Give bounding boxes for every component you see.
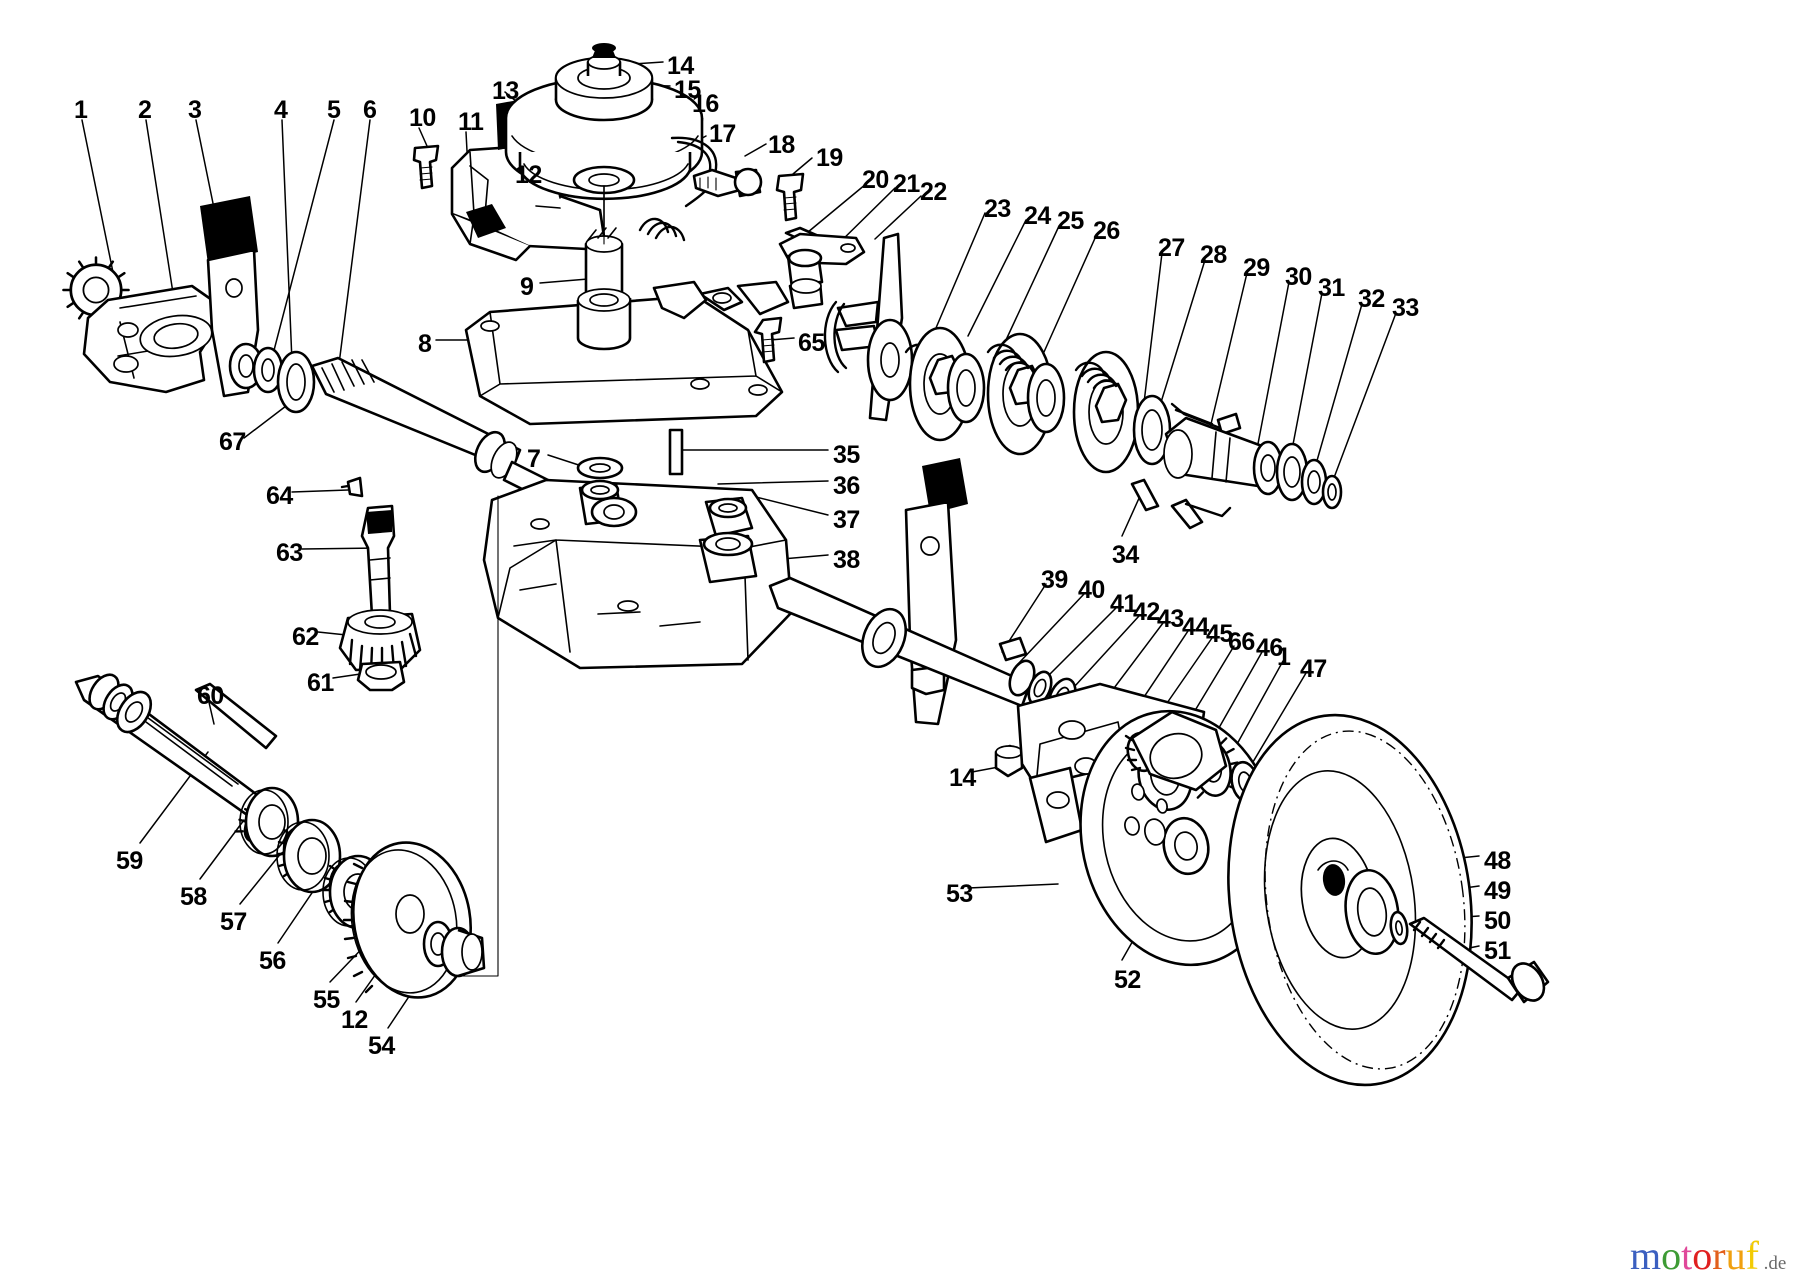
callout-47: 47 <box>1300 655 1327 683</box>
callout-31: 31 <box>1318 274 1345 302</box>
callout-66: 66 <box>1228 628 1255 656</box>
watermark-letter-m: m <box>1630 1233 1662 1278</box>
callout-46: 46 <box>1256 634 1283 662</box>
callout-37: 37 <box>833 506 860 534</box>
callout-1: 1 <box>74 96 88 124</box>
callout-22: 22 <box>920 178 947 206</box>
callout-33: 33 <box>1392 294 1419 322</box>
callout-26: 26 <box>1093 217 1120 245</box>
callout-35: 35 <box>833 441 860 469</box>
watermark-letter-o2: o <box>1692 1233 1713 1278</box>
callout-12-top: 12 <box>515 161 542 189</box>
callout-14-lower: 14 <box>949 764 976 792</box>
callout-16: 16 <box>692 90 719 118</box>
callout-12-lower: 12 <box>341 1006 368 1034</box>
callout-29: 29 <box>1243 254 1270 282</box>
callout-15: 15 <box>674 76 701 104</box>
callout-18: 18 <box>768 131 795 159</box>
callout-9: 9 <box>520 273 534 301</box>
callout-7: 7 <box>527 445 541 473</box>
callout-51: 51 <box>1484 937 1511 965</box>
callout-52: 52 <box>1114 966 1141 994</box>
watermark-letter-r: r <box>1712 1233 1726 1278</box>
watermark-letter-f: f <box>1745 1233 1759 1278</box>
watermark-suffix: .de <box>1763 1253 1787 1274</box>
watermark-letter-u: u <box>1725 1233 1746 1278</box>
callout-3: 3 <box>188 96 202 124</box>
callout-39: 39 <box>1041 566 1068 594</box>
callout-60: 60 <box>197 682 224 710</box>
callout-25: 25 <box>1057 207 1084 235</box>
callout-21: 21 <box>893 170 920 198</box>
callout-43: 43 <box>1157 605 1184 633</box>
callout-53: 53 <box>946 880 973 908</box>
callout-10: 10 <box>409 104 436 132</box>
callout-63: 63 <box>276 539 303 567</box>
callout-65: 65 <box>798 329 825 357</box>
callout-40: 40 <box>1078 576 1105 604</box>
callout-49: 49 <box>1484 877 1511 905</box>
watermark-letter-o1: o <box>1661 1233 1682 1278</box>
motoruf-watermark: motoruf· .de <box>1630 1236 1786 1276</box>
callout-62: 62 <box>292 623 319 651</box>
callout-54: 54 <box>368 1032 395 1060</box>
callout-13: 13 <box>492 77 519 105</box>
callout-24: 24 <box>1024 202 1051 230</box>
callout-2: 2 <box>138 96 152 124</box>
callout-11: 11 <box>458 108 484 136</box>
callout-59: 59 <box>116 847 143 875</box>
callout-57: 57 <box>220 908 247 936</box>
callout-32: 32 <box>1358 285 1385 313</box>
callout-45: 45 <box>1206 620 1233 648</box>
callout-30: 30 <box>1285 263 1312 291</box>
callout-36: 36 <box>833 472 860 500</box>
watermark-letter-t: t <box>1681 1233 1693 1278</box>
callout-17: 17 <box>709 120 736 148</box>
callout-55: 55 <box>313 986 340 1014</box>
callout-44: 44 <box>1182 613 1209 641</box>
callout-1-wheel: 1 <box>1277 643 1291 671</box>
callout-6: 6 <box>363 96 377 124</box>
callout-64: 64 <box>266 482 293 510</box>
callout-48: 48 <box>1484 847 1511 875</box>
callout-34: 34 <box>1112 541 1139 569</box>
watermark-dot: · <box>1748 1238 1754 1253</box>
callout-28: 28 <box>1200 241 1227 269</box>
callout-42: 42 <box>1133 598 1160 626</box>
callout-67: 67 <box>219 428 246 456</box>
callout-56: 56 <box>259 947 286 975</box>
callout-58: 58 <box>180 883 207 911</box>
callout-4: 4 <box>274 96 288 124</box>
callout-38: 38 <box>833 546 860 574</box>
callout-41: 41 <box>1110 590 1137 618</box>
callout-50: 50 <box>1484 907 1511 935</box>
callout-61: 61 <box>307 669 334 697</box>
callout-19: 19 <box>816 144 843 172</box>
callout-14: 14 <box>667 52 694 80</box>
callout-20: 20 <box>862 166 889 194</box>
callout-8: 8 <box>418 330 432 358</box>
callout-5: 5 <box>327 96 341 124</box>
callout-27: 27 <box>1158 234 1185 262</box>
callout-23: 23 <box>984 195 1011 223</box>
